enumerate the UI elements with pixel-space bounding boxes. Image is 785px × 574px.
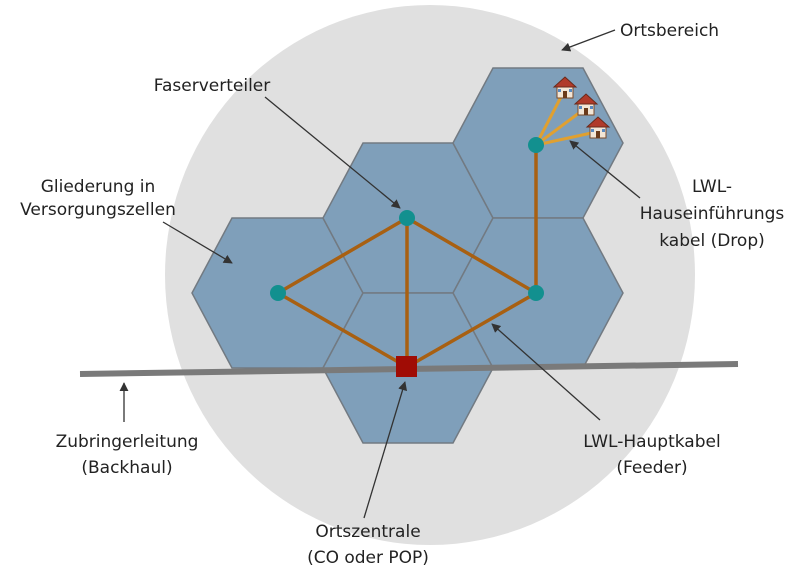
fiber-node-icon [528, 137, 544, 153]
drop-cable [534, 93, 564, 147]
feeder-cable [405, 216, 538, 295]
leader-zentrale [363, 381, 407, 519]
label-zubringer-line2: (Backhaul) [81, 458, 172, 478]
drop-cable [534, 108, 585, 147]
leader-drop [569, 140, 641, 199]
fiber-node-icon [270, 285, 286, 301]
fiber-node-icon [399, 210, 415, 226]
label-feeder-line1: LWL-Hauptkabel [583, 432, 720, 452]
label-zentrale-line2: (CO oder POP) [307, 548, 429, 568]
feeder-cable [276, 216, 409, 295]
label-ortsbereich: Ortsbereich [620, 21, 719, 41]
label-drop-line3: kabel (Drop) [659, 231, 765, 251]
label-gliederung-line2: Versorgungszellen [20, 200, 176, 220]
feeder-cable [405, 291, 538, 369]
leader-lines [119, 29, 641, 519]
feeder-cables [276, 143, 538, 369]
feeder-cable [276, 291, 409, 369]
drop-cable [534, 130, 598, 147]
fiber-node-icon [528, 285, 544, 301]
leader-gliederung [162, 221, 233, 264]
label-zubringer-line1: Zubringerleitung [56, 432, 199, 452]
label-gliederung-line1: Gliederung in [41, 177, 156, 197]
label-faserverteiler: Faserverteiler [154, 76, 270, 96]
label-zentrale-line1: Ortszentrale [315, 522, 420, 542]
central-office-icon [396, 356, 417, 377]
leader-ortsbereich [561, 29, 616, 52]
drop-cables [534, 93, 598, 147]
label-feeder-line2: (Feeder) [616, 458, 687, 478]
leader-faserverteiler [264, 96, 401, 209]
label-drop-line2: Hauseinführungs [640, 204, 785, 224]
label-drop-line1: LWL- [692, 177, 732, 197]
fiber-nodes [270, 137, 544, 301]
leader-feeder [491, 323, 601, 421]
